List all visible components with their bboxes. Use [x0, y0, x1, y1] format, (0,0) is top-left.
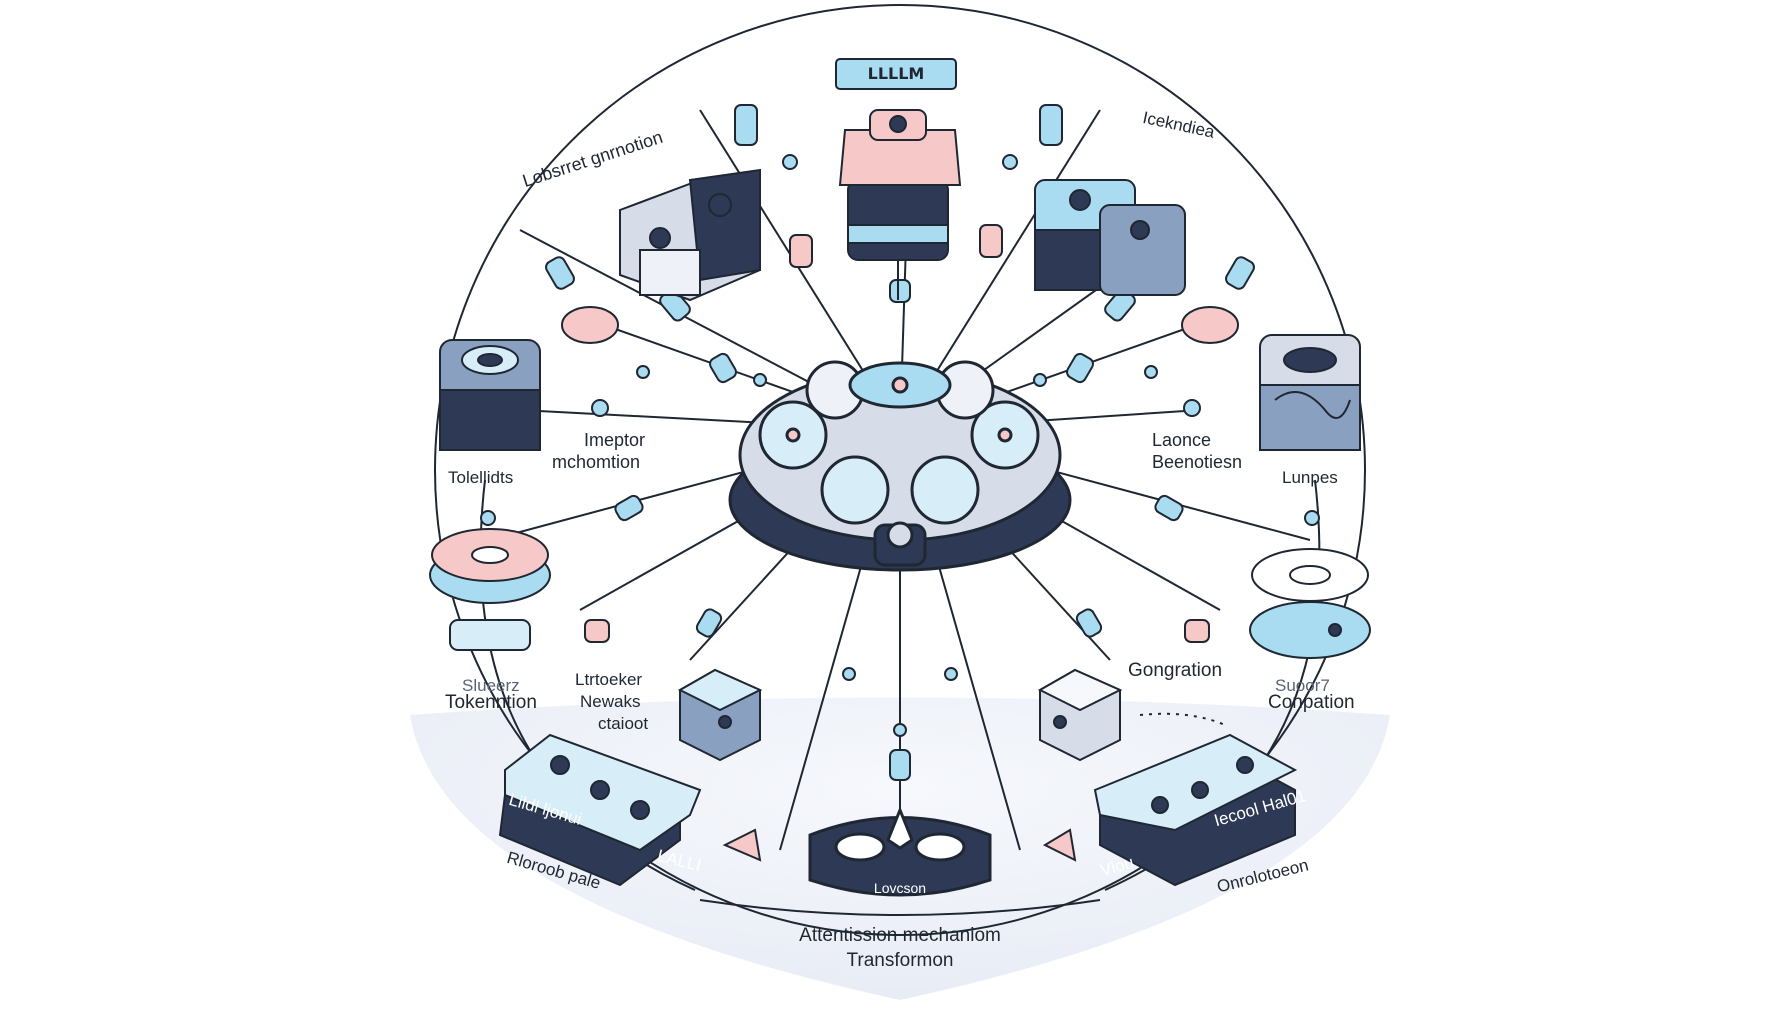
left-tower-device	[439, 339, 541, 451]
right-tower-device	[1259, 334, 1361, 451]
center-hub	[728, 360, 1072, 572]
label-inner-right-1: Laonce	[1152, 430, 1212, 450]
label-completion: Conpation	[1268, 692, 1355, 713]
pink-pods	[561, 306, 1239, 344]
label-right-device: Lunpes	[1282, 468, 1338, 487]
outer-ring	[434, 4, 1366, 936]
label-network-2: Newaks	[580, 692, 641, 711]
label-network-3: ctaioot	[598, 714, 649, 733]
lower-right-cube	[1037, 668, 1123, 762]
top-right-device	[1034, 179, 1186, 296]
lower-left-cube	[677, 668, 763, 762]
label-network-1: Ltrtoeker	[575, 670, 643, 689]
bottom-left-block	[498, 733, 702, 887]
label-left-device: Tolellidts	[448, 468, 514, 487]
bottom-right-block	[1093, 733, 1298, 887]
label-attention: Attentission mechaniom	[799, 925, 1001, 946]
label-tokenization-badge: Slueerz	[462, 676, 520, 695]
pink-connectors	[584, 224, 1210, 862]
label-transformer: Transformon	[846, 950, 954, 971]
label-tokenization: Tokenntion	[445, 692, 537, 713]
inner-arc-bottom	[699, 899, 1101, 916]
label-center-block-text: Lovcson	[873, 880, 927, 896]
title-badge: LLLLM	[835, 58, 957, 90]
label-inner-left-2: mchomtion	[552, 452, 641, 472]
left-disc-stack	[429, 528, 551, 651]
label-generation: Gongration	[1128, 660, 1223, 681]
top-left-device	[619, 168, 761, 302]
label-completion-badge: Suoor7	[1275, 676, 1330, 695]
right-disc-stack	[1249, 548, 1371, 659]
label-inner-right-2: Beenotiesn	[1152, 452, 1243, 472]
bottom-center-block	[808, 805, 992, 897]
top-center-device	[838, 109, 962, 300]
node-dots	[480, 154, 1320, 737]
dotted-arc-right	[1139, 712, 1226, 726]
capsule-connectors	[545, 104, 1255, 781]
label-inner-left-1: Imeptor	[584, 430, 646, 450]
